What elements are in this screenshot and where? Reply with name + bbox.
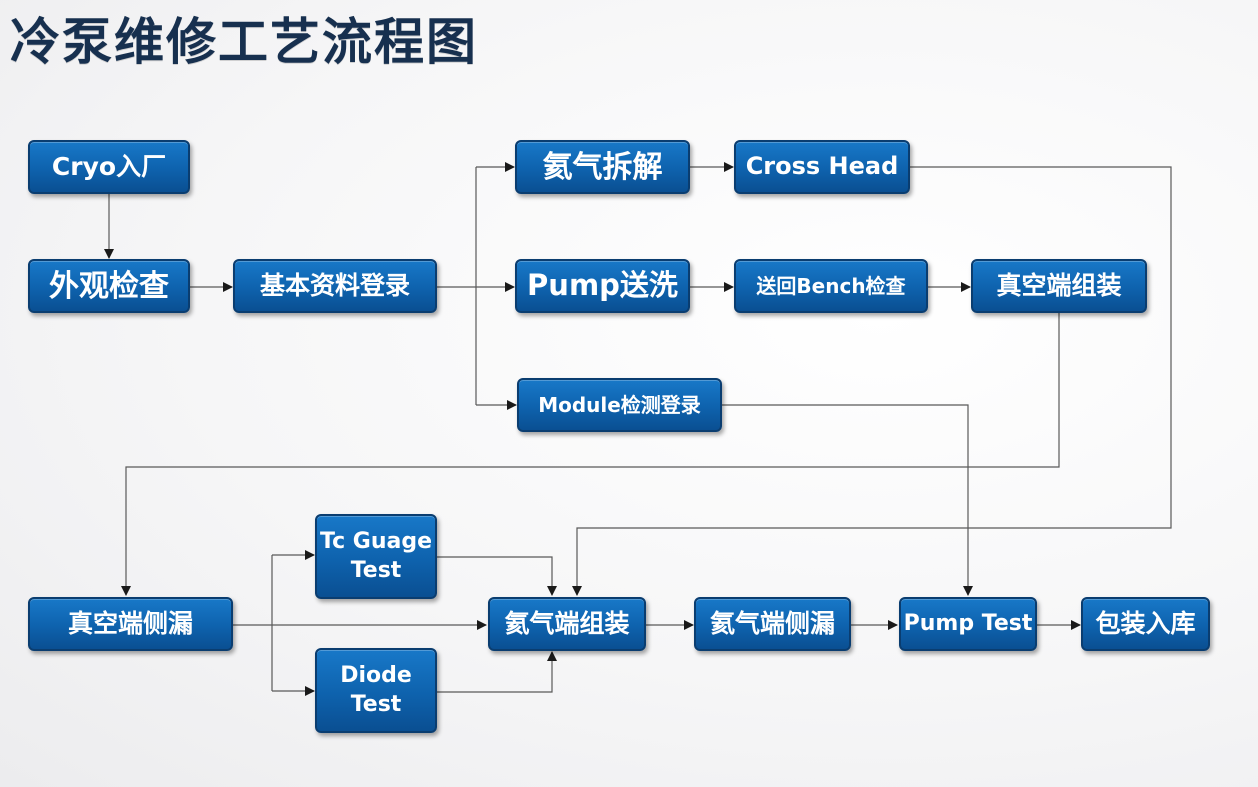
node-he-assembly: 氦气端组装 — [488, 597, 646, 651]
node-pump-test: Pump Test — [899, 597, 1037, 651]
edge-diode-to-he-assembly — [437, 651, 557, 693]
edge-tc-to-he-assembly — [437, 556, 557, 596]
node-module-check: Module检测登录 — [517, 378, 722, 432]
node-visual-check: 外观检查 — [28, 259, 190, 313]
node-vacuum-assembly: 真空端组装 — [971, 259, 1147, 313]
page-title: 冷泵维修工艺流程图 — [10, 13, 478, 71]
node-he-leak: 氦气端侧漏 — [694, 597, 851, 651]
node-basic-info: 基本资料登录 — [233, 259, 437, 313]
node-packing: 包装入库 — [1081, 597, 1210, 651]
node-vacuum-leak: 真空端侧漏 — [28, 597, 233, 651]
edge-crosshead-to-he-assembly — [572, 166, 1172, 596]
node-cryo-in: Cryo入厂 — [28, 140, 190, 194]
node-cross-head: Cross Head — [734, 140, 910, 194]
node-pump-wash: Pump送洗 — [515, 259, 690, 313]
node-bench-check: 送回Bench检查 — [734, 259, 928, 313]
node-tc-guage-test: Tc Guage Test — [315, 514, 437, 599]
edge-module-to-pumptest — [722, 404, 973, 596]
edge-vacuum-to-leak — [121, 313, 1060, 596]
node-he-disassembly: 氦气拆解 — [515, 140, 690, 194]
node-diode-test: Diode Test — [315, 648, 437, 733]
